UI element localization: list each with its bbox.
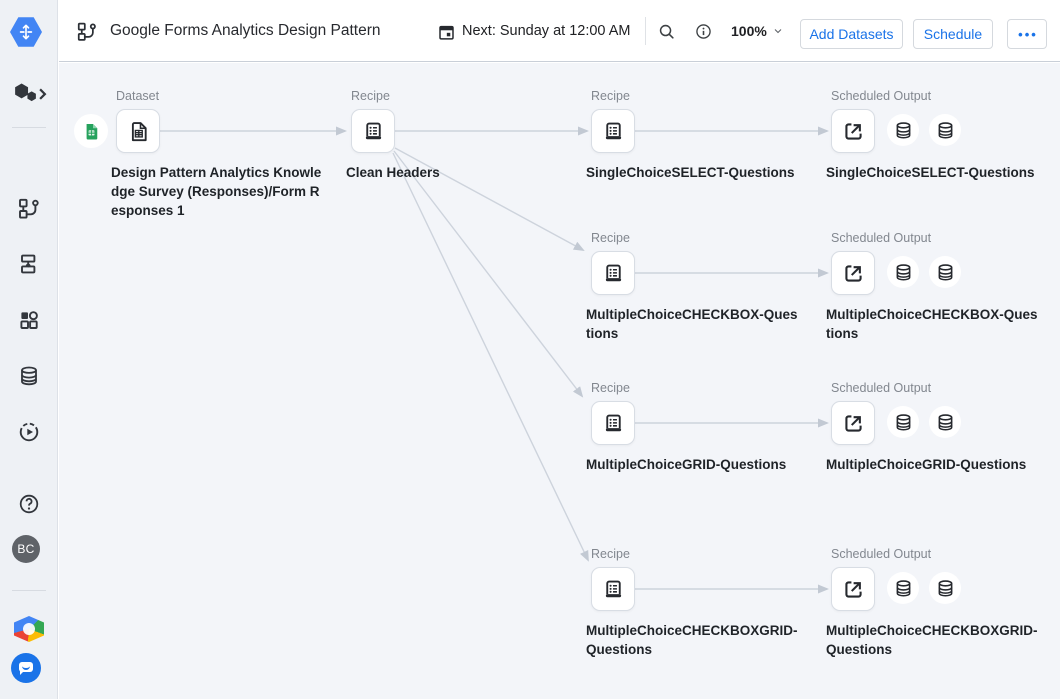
help-icon[interactable] (17, 492, 41, 516)
sidebar-item-plans[interactable] (17, 252, 41, 276)
dataprep-logo-icon[interactable] (10, 17, 42, 47)
recipe-node-clean-headers[interactable] (351, 109, 395, 153)
sidebar-item-connections[interactable] (17, 364, 41, 388)
scheduled-output-node[interactable] (831, 401, 875, 445)
recipe-name: MultipleChoiceCHECKBOXGRID-Questions (586, 623, 798, 657)
scheduled-output-node[interactable] (831, 251, 875, 295)
search-icon[interactable] (657, 22, 676, 46)
node-type-label: Recipe (591, 231, 630, 245)
sidebar-divider (12, 127, 46, 128)
dataset-node[interactable] (116, 109, 160, 153)
output-name: MultipleChoiceCHECKBOX-Questions (826, 307, 1038, 341)
node-type-label: Recipe (591, 381, 630, 395)
avatar[interactable]: BC (12, 535, 40, 563)
database-target-icon[interactable] (887, 114, 919, 146)
google-sheets-icon[interactable] (74, 114, 108, 148)
output-name: MultipleChoiceGRID-Questions (826, 457, 1027, 472)
workspace-expand-icon[interactable] (11, 81, 47, 104)
more-options-button[interactable]: ••• (1007, 19, 1047, 49)
sidebar-item-library[interactable] (17, 308, 41, 332)
recipe-name: MultipleChoiceCHECKBOX-Questions (586, 307, 798, 341)
recipe-node[interactable] (591, 109, 635, 153)
database-target-icon[interactable] (929, 406, 961, 438)
chevron-down-icon (772, 25, 784, 37)
avatar-initials: BC (17, 542, 35, 556)
database-target-icon[interactable] (929, 114, 961, 146)
recipe-node[interactable] (591, 251, 635, 295)
info-icon[interactable] (694, 22, 713, 46)
database-target-icon[interactable] (887, 572, 919, 604)
sidebar: BC (0, 0, 58, 699)
google-cloud-logo-icon[interactable] (14, 616, 44, 642)
database-target-icon[interactable] (929, 572, 961, 604)
database-target-icon[interactable] (887, 256, 919, 288)
node-type-label: Scheduled Output (831, 89, 932, 103)
chat-support-icon[interactable] (11, 653, 41, 683)
recipe-node[interactable] (591, 401, 635, 445)
scheduled-output-node[interactable] (831, 109, 875, 153)
flow-icon (76, 21, 98, 48)
node-type-label: Recipe (591, 89, 630, 103)
recipe-name: SingleChoiceSELECT-Questions (586, 165, 795, 180)
node-type-label: Scheduled Output (831, 231, 932, 245)
dataset-name: Design Pattern Analytics Knowledge Surve… (111, 165, 322, 218)
node-type-label: Dataset (116, 89, 160, 103)
flow-canvas[interactable]: Dataset Design Pattern Analytics Knowled… (59, 63, 1060, 699)
next-run-label[interactable]: Next: Sunday at 12:00 AM (462, 23, 631, 39)
page-title: Google Forms Analytics Design Pattern (110, 22, 381, 39)
node-type-label: Scheduled Output (831, 547, 932, 561)
recipe-node[interactable] (591, 567, 635, 611)
database-target-icon[interactable] (929, 256, 961, 288)
calendar-icon (437, 23, 456, 47)
output-name: SingleChoiceSELECT-Questions (826, 165, 1035, 180)
add-datasets-button[interactable]: Add Datasets (800, 19, 903, 49)
node-type-label: Recipe (591, 547, 630, 561)
zoom-level: 100% (731, 23, 767, 39)
header-divider (645, 17, 646, 45)
output-name: MultipleChoiceCHECKBOXGRID-Questions (826, 623, 1038, 657)
scheduled-output-node[interactable] (831, 567, 875, 611)
sidebar-item-job-history[interactable] (17, 420, 41, 444)
node-type-label: Recipe (351, 89, 390, 103)
sidebar-divider (12, 590, 46, 591)
schedule-button[interactable]: Schedule (913, 19, 993, 49)
header: Google Forms Analytics Design Pattern Ne… (59, 0, 1060, 62)
database-target-icon[interactable] (887, 406, 919, 438)
node-type-label: Scheduled Output (831, 381, 932, 395)
recipe-name: MultipleChoiceGRID-Questions (586, 457, 787, 472)
zoom-control[interactable]: 100% (731, 0, 784, 62)
recipe-name: Clean Headers (346, 165, 440, 180)
sidebar-item-flows[interactable] (17, 197, 41, 221)
